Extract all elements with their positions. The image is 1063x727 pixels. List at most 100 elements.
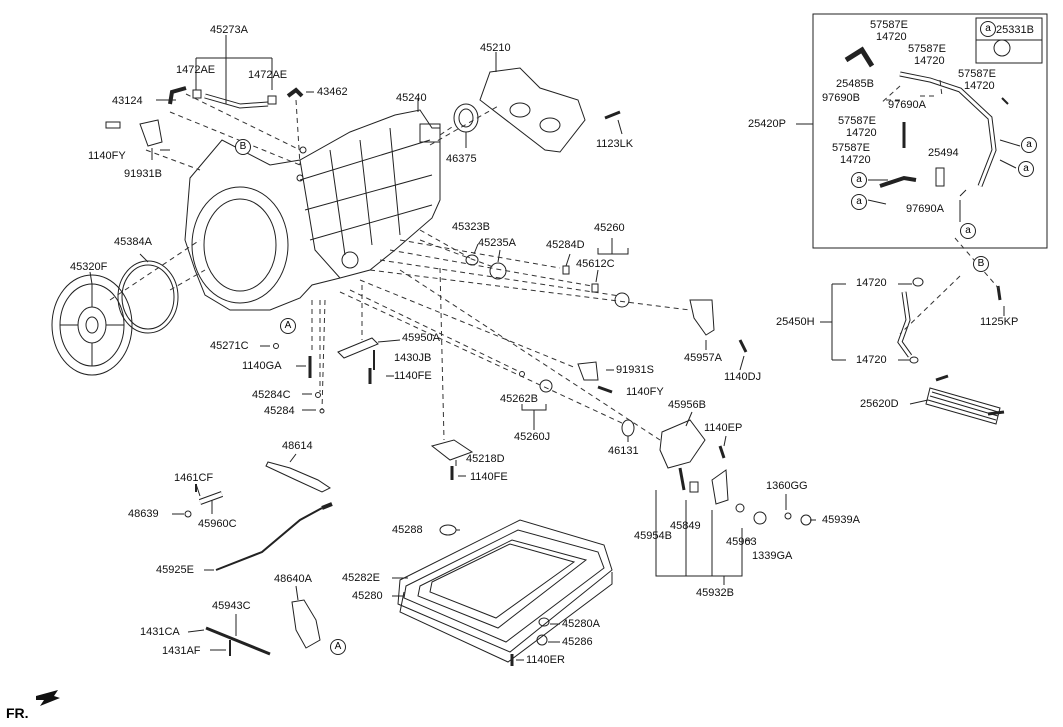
label-45240: 45240 bbox=[396, 92, 427, 104]
label-45323B: 45323B bbox=[452, 221, 490, 233]
label-1472AE-right: 1472AE bbox=[248, 69, 288, 81]
breather-tube-43462 bbox=[286, 87, 304, 98]
label-14720-4: 14720 bbox=[846, 127, 877, 139]
label-45235A: 45235A bbox=[478, 237, 516, 249]
label-1140GA: 1140GA bbox=[242, 360, 282, 372]
ref-marker-a-4: a bbox=[851, 194, 867, 210]
label-45612C: 45612C bbox=[576, 258, 615, 270]
label-45939A: 45939A bbox=[822, 514, 860, 526]
gasket-45288 bbox=[439, 524, 457, 536]
bolt-1123LK bbox=[604, 110, 621, 120]
label-45943C: 45943C bbox=[212, 600, 251, 612]
label-1140ER: 1140ER bbox=[526, 654, 565, 666]
bracket-45950A bbox=[337, 337, 379, 359]
plug-45235A bbox=[489, 262, 507, 280]
label-1140DJ: 1140DJ bbox=[724, 371, 762, 383]
label-45260-top: 45260 bbox=[594, 222, 625, 234]
ref-marker-a-5: a bbox=[960, 223, 976, 239]
label-25620D: 25620D bbox=[860, 398, 899, 410]
label-1431AF: 1431AF bbox=[162, 645, 201, 657]
oil-seal-46375 bbox=[453, 103, 479, 133]
seal-46131 bbox=[621, 419, 635, 437]
label-1140FY-center: 1140FY bbox=[626, 386, 664, 398]
label-57587E-2: 57587E bbox=[908, 43, 946, 55]
label-1140EP: 1140EP bbox=[704, 422, 743, 434]
oil-pan-45280 bbox=[397, 519, 613, 663]
transmission-mount-45210 bbox=[479, 67, 586, 153]
label-45963: 45963 bbox=[726, 536, 757, 548]
label-1140FY-left: 1140FY bbox=[88, 150, 126, 162]
label-45320F: 45320F bbox=[70, 261, 108, 273]
ref-marker-A-bottom: A bbox=[330, 639, 346, 655]
label-45260J: 45260J bbox=[514, 431, 551, 443]
label-48640A: 48640A bbox=[274, 573, 312, 585]
ref-marker-a-2: a bbox=[1018, 161, 1034, 177]
front-direction-arrow bbox=[36, 690, 60, 706]
ref-marker-a-legend: a bbox=[980, 21, 996, 37]
label-45284C: 45284C bbox=[252, 389, 291, 401]
label-45957A: 45957A bbox=[684, 352, 722, 364]
transmission-housing bbox=[184, 109, 441, 311]
label-45282E: 45282E bbox=[342, 572, 380, 584]
label-91931S: 91931S bbox=[616, 364, 654, 376]
label-43124: 43124 bbox=[112, 95, 143, 107]
label-1140FE-b: 1140FE bbox=[470, 471, 508, 483]
ref-marker-B-top: B bbox=[235, 139, 251, 155]
label-1339GA: 1339GA bbox=[752, 550, 793, 562]
label-45950A: 45950A bbox=[402, 332, 440, 344]
label-14720-3: 14720 bbox=[964, 80, 995, 92]
label-48639: 48639 bbox=[128, 508, 159, 520]
label-45284D: 45284D bbox=[546, 239, 585, 251]
label-48614: 48614 bbox=[282, 440, 313, 452]
bracket-91931S bbox=[577, 361, 599, 381]
label-45284: 45284 bbox=[264, 405, 295, 417]
label-45286: 45286 bbox=[562, 636, 593, 648]
bracket-48640A bbox=[291, 599, 321, 649]
label-91931B: 91931B bbox=[124, 168, 162, 180]
ref-marker-B-right: B bbox=[973, 256, 989, 272]
label-14720-7: 14720 bbox=[856, 354, 887, 366]
label-1140FE-a: 1140FE bbox=[394, 370, 432, 382]
gasket-ring-45384A bbox=[117, 260, 179, 334]
shaft-45943C bbox=[205, 626, 271, 656]
oil-cooler-25620D bbox=[925, 387, 1001, 425]
ref-marker-a-1: a bbox=[1021, 137, 1037, 153]
label-57587E-5: 57587E bbox=[832, 142, 870, 154]
label-97690B: 97690B bbox=[822, 92, 860, 104]
label-25494: 25494 bbox=[928, 147, 959, 159]
label-25331B: 25331B bbox=[996, 24, 1034, 36]
label-45932B: 45932B bbox=[696, 587, 734, 599]
label-45280: 45280 bbox=[352, 590, 383, 602]
bracket-91931B bbox=[139, 119, 163, 147]
label-1430JB: 1430JB bbox=[394, 352, 432, 364]
label-45954B: 45954B bbox=[634, 530, 672, 542]
label-45273A: 45273A bbox=[210, 24, 248, 36]
label-25420P: 25420P bbox=[748, 118, 786, 130]
label-45925E: 45925E bbox=[156, 564, 194, 576]
ref-marker-a-3: a bbox=[851, 172, 867, 188]
label-1461CF: 1461CF bbox=[174, 472, 214, 484]
label-25450H: 25450H bbox=[776, 316, 815, 328]
label-57587E-1: 57587E bbox=[870, 19, 908, 31]
torque-converter-45320F bbox=[51, 274, 133, 376]
label-1360GG: 1360GG bbox=[766, 480, 808, 492]
label-43462: 43462 bbox=[317, 86, 348, 98]
label-45956B: 45956B bbox=[668, 399, 706, 411]
label-45849: 45849 bbox=[670, 520, 701, 532]
label-1125KP: 1125KP bbox=[980, 316, 1019, 328]
label-25485B: 25485B bbox=[836, 78, 874, 90]
label-45210: 45210 bbox=[480, 42, 511, 54]
label-45271C: 45271C bbox=[210, 340, 249, 352]
label-45384A: 45384A bbox=[114, 236, 152, 248]
front-direction-label: FR. bbox=[6, 705, 29, 721]
label-45280A: 45280A bbox=[562, 618, 600, 630]
ref-marker-A-mid: A bbox=[280, 318, 296, 334]
label-97690A-2: 97690A bbox=[906, 203, 944, 215]
bracket-45218D bbox=[430, 439, 474, 461]
label-45262B: 45262B bbox=[500, 393, 538, 405]
label-46131: 46131 bbox=[608, 445, 639, 457]
detent-lever-45932B bbox=[711, 469, 729, 505]
label-14720-5: 14720 bbox=[840, 154, 871, 166]
label-57587E-3: 57587E bbox=[958, 68, 996, 80]
